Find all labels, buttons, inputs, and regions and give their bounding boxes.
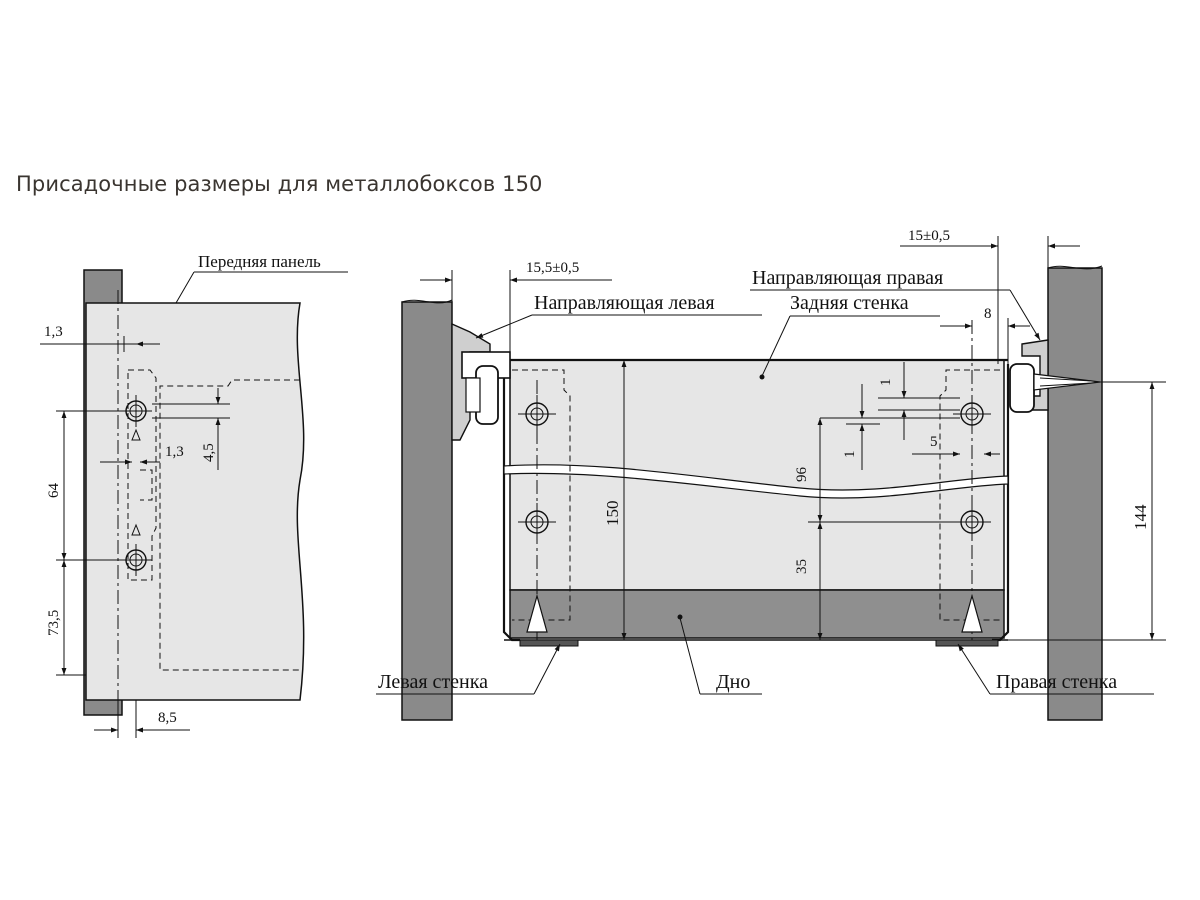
front-mark-1 [131,428,141,441]
break-line [503,464,1009,499]
right-hidden-contour [939,369,1000,621]
right-runner-foot [935,639,999,647]
dim-1-b: 1 [842,451,858,459]
front-hidden-profile [159,379,300,671]
dim-5: 5 [930,434,938,450]
front-mark-3 [140,469,153,501]
section-view: 15,5±0,5 15±0,5 8 150 1 1 5 [376,228,1166,721]
back-wall-label: Задняя стенка [790,292,909,314]
right-cabinet-wall [1047,267,1103,721]
page-title: Присадочные размеры для металлобоксов 15… [16,172,543,196]
left-wall-label: Левая стенка [378,671,488,693]
front-panel-label: Передняя панель [198,252,321,271]
front-view: Передняя панель 1,3 4,5 1,3 64 73,5 [40,252,348,738]
bottom-panel [509,589,1005,639]
dim-8-5: 8,5 [158,710,177,726]
dim-96: 96 [794,467,810,483]
left-guide-mechanism [451,322,511,441]
dim-35: 35 [794,559,810,574]
left-runner-foot [519,639,579,647]
bottom-label: Дно [716,671,750,693]
right-guide-label: Направляющая правая [752,267,943,289]
front-mark-2 [131,523,141,536]
front-panel-shape [85,302,305,701]
dim-144: 144 [1131,504,1150,530]
front-panel-leader [175,271,195,304]
dim-15: 15±0,5 [908,228,950,244]
dim-8: 8 [984,306,992,322]
front-slot-profile [127,369,157,581]
right-wall-label: Правая стенка [996,671,1117,693]
dim-73-5: 73,5 [46,610,62,636]
dim-150: 150 [603,501,622,527]
left-guide-label: Направляющая левая [534,292,715,314]
dim-1-3-top: 1,3 [44,324,63,340]
dim-4-5: 4,5 [201,443,217,462]
bottom-clip-left [526,593,548,633]
left-hidden-contour [512,369,571,621]
dim-1-a: 1 [878,379,894,387]
dim-15-5: 15,5±0,5 [526,260,579,276]
bottom-clip-right [961,593,983,633]
right-guide-mechanism [1009,339,1101,413]
dim-1-3-mid: 1,3 [165,444,184,460]
left-cabinet-wall [401,301,453,721]
dim-64: 64 [46,483,62,499]
